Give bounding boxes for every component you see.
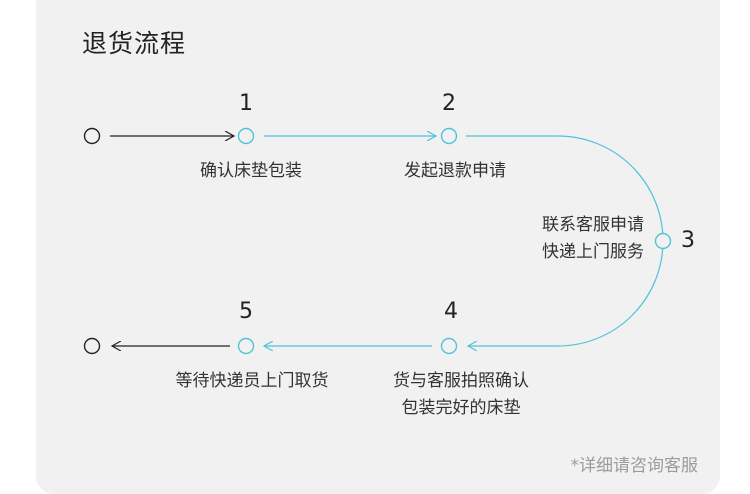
step-5-label: 等待快递员上门取货 <box>175 371 329 391</box>
step-2-label: 发起退款申请 <box>404 161 506 181</box>
footnote: *详细请咨询客服 <box>570 456 699 476</box>
step-3-label: 联系客服申请 快递上门服务 <box>524 212 644 266</box>
step-3-label-line1: 联系客服申请 <box>542 215 644 235</box>
step-3-label-line2: 快递上门服务 <box>542 242 644 262</box>
start-node <box>83 127 101 145</box>
process-card <box>36 0 720 494</box>
step-4-node <box>440 337 458 355</box>
step-4-label: 货与客服拍照确认 包装完好的床垫 <box>393 368 529 422</box>
step-5-number: 5 <box>239 299 253 324</box>
step-4-label-line2: 包装完好的床垫 <box>401 398 521 418</box>
step-5-node <box>237 337 255 355</box>
step-2-number: 2 <box>442 91 456 116</box>
step-1-number: 1 <box>239 91 253 116</box>
step-1-node <box>237 127 255 145</box>
step-1-label: 确认床垫包装 <box>200 161 302 181</box>
step-3-number: 3 <box>681 228 695 253</box>
end-node <box>83 337 101 355</box>
step-3-node <box>654 232 672 250</box>
step-2-node <box>440 127 458 145</box>
step-4-number: 4 <box>444 299 458 324</box>
step-4-label-line1: 货与客服拍照确认 <box>393 371 529 391</box>
page-title: 退货流程 <box>82 29 187 58</box>
